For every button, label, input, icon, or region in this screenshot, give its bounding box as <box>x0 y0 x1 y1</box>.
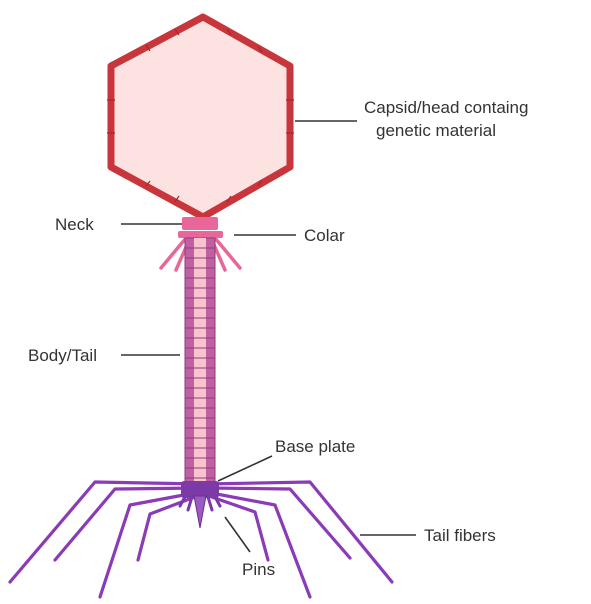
label-body-tail: Body/Tail <box>28 346 97 365</box>
tail-sheath <box>185 238 215 482</box>
label-capsid-line1: Capsid/head containg <box>364 98 528 117</box>
label-colar: Colar <box>304 226 345 245</box>
label-neck: Neck <box>55 215 94 234</box>
tail-fiber-right-inner <box>206 495 268 560</box>
label-capsid-line2: genetic material <box>376 121 496 140</box>
tail-fiber-right-3 <box>206 492 310 597</box>
label-pins: Pins <box>242 560 275 579</box>
tail-fiber-left-3 <box>100 492 200 597</box>
tail-fiber-left-2 <box>55 488 200 560</box>
capsid-head <box>107 17 294 217</box>
tail-fiber-right-2 <box>206 488 350 558</box>
base-plate-group <box>180 481 220 528</box>
label-base-plate: Base plate <box>275 437 355 456</box>
tail-spike <box>194 496 206 528</box>
neck-block <box>182 217 218 230</box>
label-tail-fibers: Tail fibers <box>424 526 496 545</box>
pin <box>208 497 212 510</box>
capsid-hexagon <box>111 17 290 217</box>
tail-core <box>194 238 206 482</box>
